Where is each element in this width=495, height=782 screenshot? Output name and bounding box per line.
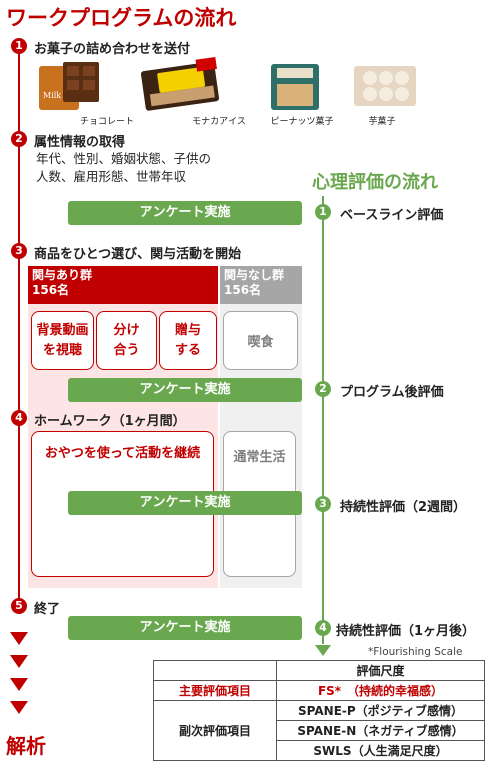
monaka-ice-icon — [140, 56, 225, 114]
arrow-down-icon — [10, 701, 28, 714]
evaluation-scale-table: 評価尺度 主要評価項目 FS* （持続的幸福感） 副次評価項目 SPANE-P（… — [153, 660, 485, 761]
survey-bar-2: アンケート実施 — [68, 378, 302, 402]
chocolate-box-icon: Milk — [33, 58, 103, 114]
step-2-label: 属性情報の取得 — [34, 135, 126, 150]
secondary-value-2: SPANE-N（ネガティブ感情） — [276, 720, 485, 741]
secondary-label: 副次評価項目 — [153, 700, 277, 761]
without-group-header: 関与なし群 156名 — [220, 266, 302, 304]
step-5-label: 終了 — [34, 602, 61, 617]
with-group-header: 関与あり群 156名 — [28, 266, 218, 304]
secondary-value-1: SPANE-P（ポジティブ感情） — [276, 700, 485, 721]
peanut-snack-icon — [265, 58, 325, 114]
svg-text:Milk: Milk — [43, 91, 61, 100]
product-label: チョコレート — [79, 117, 134, 127]
primary-label: 主要評価項目 — [153, 680, 277, 701]
psych-flow-title: 心理評価の流れ — [312, 172, 438, 193]
with-group-count: 156名 — [32, 283, 70, 297]
step-1-label: お菓子の詰め合わせを送付 — [34, 42, 191, 57]
product-label: モナカアイス — [192, 117, 246, 127]
product-label: 芋菓子 — [368, 117, 396, 127]
timeline-line — [18, 40, 20, 606]
with-group-name: 関与あり群 — [32, 268, 93, 282]
footnote: *Flourishing Scale — [368, 646, 463, 658]
arrow-down-icon — [10, 655, 28, 668]
eval-2-badge: 2 — [315, 381, 331, 397]
page-title: ワークプログラムの流れ — [6, 6, 237, 30]
eval-4-badge: 4 — [315, 620, 331, 636]
primary-value: FS* （持続的幸福感） — [276, 680, 485, 701]
psych-timeline-line — [322, 196, 324, 644]
activity-share: 分け 合う — [96, 311, 157, 370]
eval-1-badge: 1 — [315, 204, 331, 220]
analysis-label: 解析 — [6, 734, 46, 758]
step-3-badge: 3 — [11, 243, 27, 259]
step-2-detail-2: 人数、雇用形態、世帯年収 — [36, 169, 187, 184]
eval-3-label: 持続性評価（2週間） — [340, 500, 467, 515]
eval-1-label: ベースライン評価 — [340, 208, 444, 223]
potato-snack-icon — [350, 62, 420, 108]
step-4-label: ホームワーク（1ヶ月間） — [34, 414, 186, 429]
without-group-name: 関与なし群 — [224, 268, 285, 282]
eval-2-label: プログラム後評価 — [340, 385, 444, 400]
step-2-badge: 2 — [11, 131, 27, 147]
arrow-down-icon — [10, 678, 28, 691]
step-3-label: 商品をひとつ選び、関与活動を開始 — [34, 247, 242, 262]
activity-watch-video: 背景動画 を視聴 — [31, 311, 94, 370]
step-1-badge: 1 — [11, 38, 27, 54]
scale-header: 評価尺度 — [276, 660, 485, 681]
survey-bar-3: アンケート実施 — [68, 491, 302, 515]
step-2-detail-1: 年代、性別、婚姻状態、子供の — [36, 151, 212, 166]
arrow-down-icon — [10, 632, 28, 645]
activity-gift: 贈与 する — [159, 311, 217, 370]
step-5-badge: 5 — [11, 598, 27, 614]
survey-bar-1: アンケート実施 — [68, 201, 302, 225]
survey-bar-4: アンケート実施 — [68, 616, 302, 640]
secondary-value-3: SWLS（人生満足尺度） — [276, 740, 485, 761]
without-group-count: 156名 — [224, 283, 262, 297]
eval-4-label: 持続性評価（1ヶ月後） — [336, 624, 476, 639]
eval-3-badge: 3 — [315, 496, 331, 512]
product-label: ピーナッツ菓子 — [270, 117, 334, 127]
step-4-badge: 4 — [11, 410, 27, 426]
green-arrow-down-icon — [315, 645, 331, 656]
activity-eat: 喫食 — [223, 311, 298, 370]
